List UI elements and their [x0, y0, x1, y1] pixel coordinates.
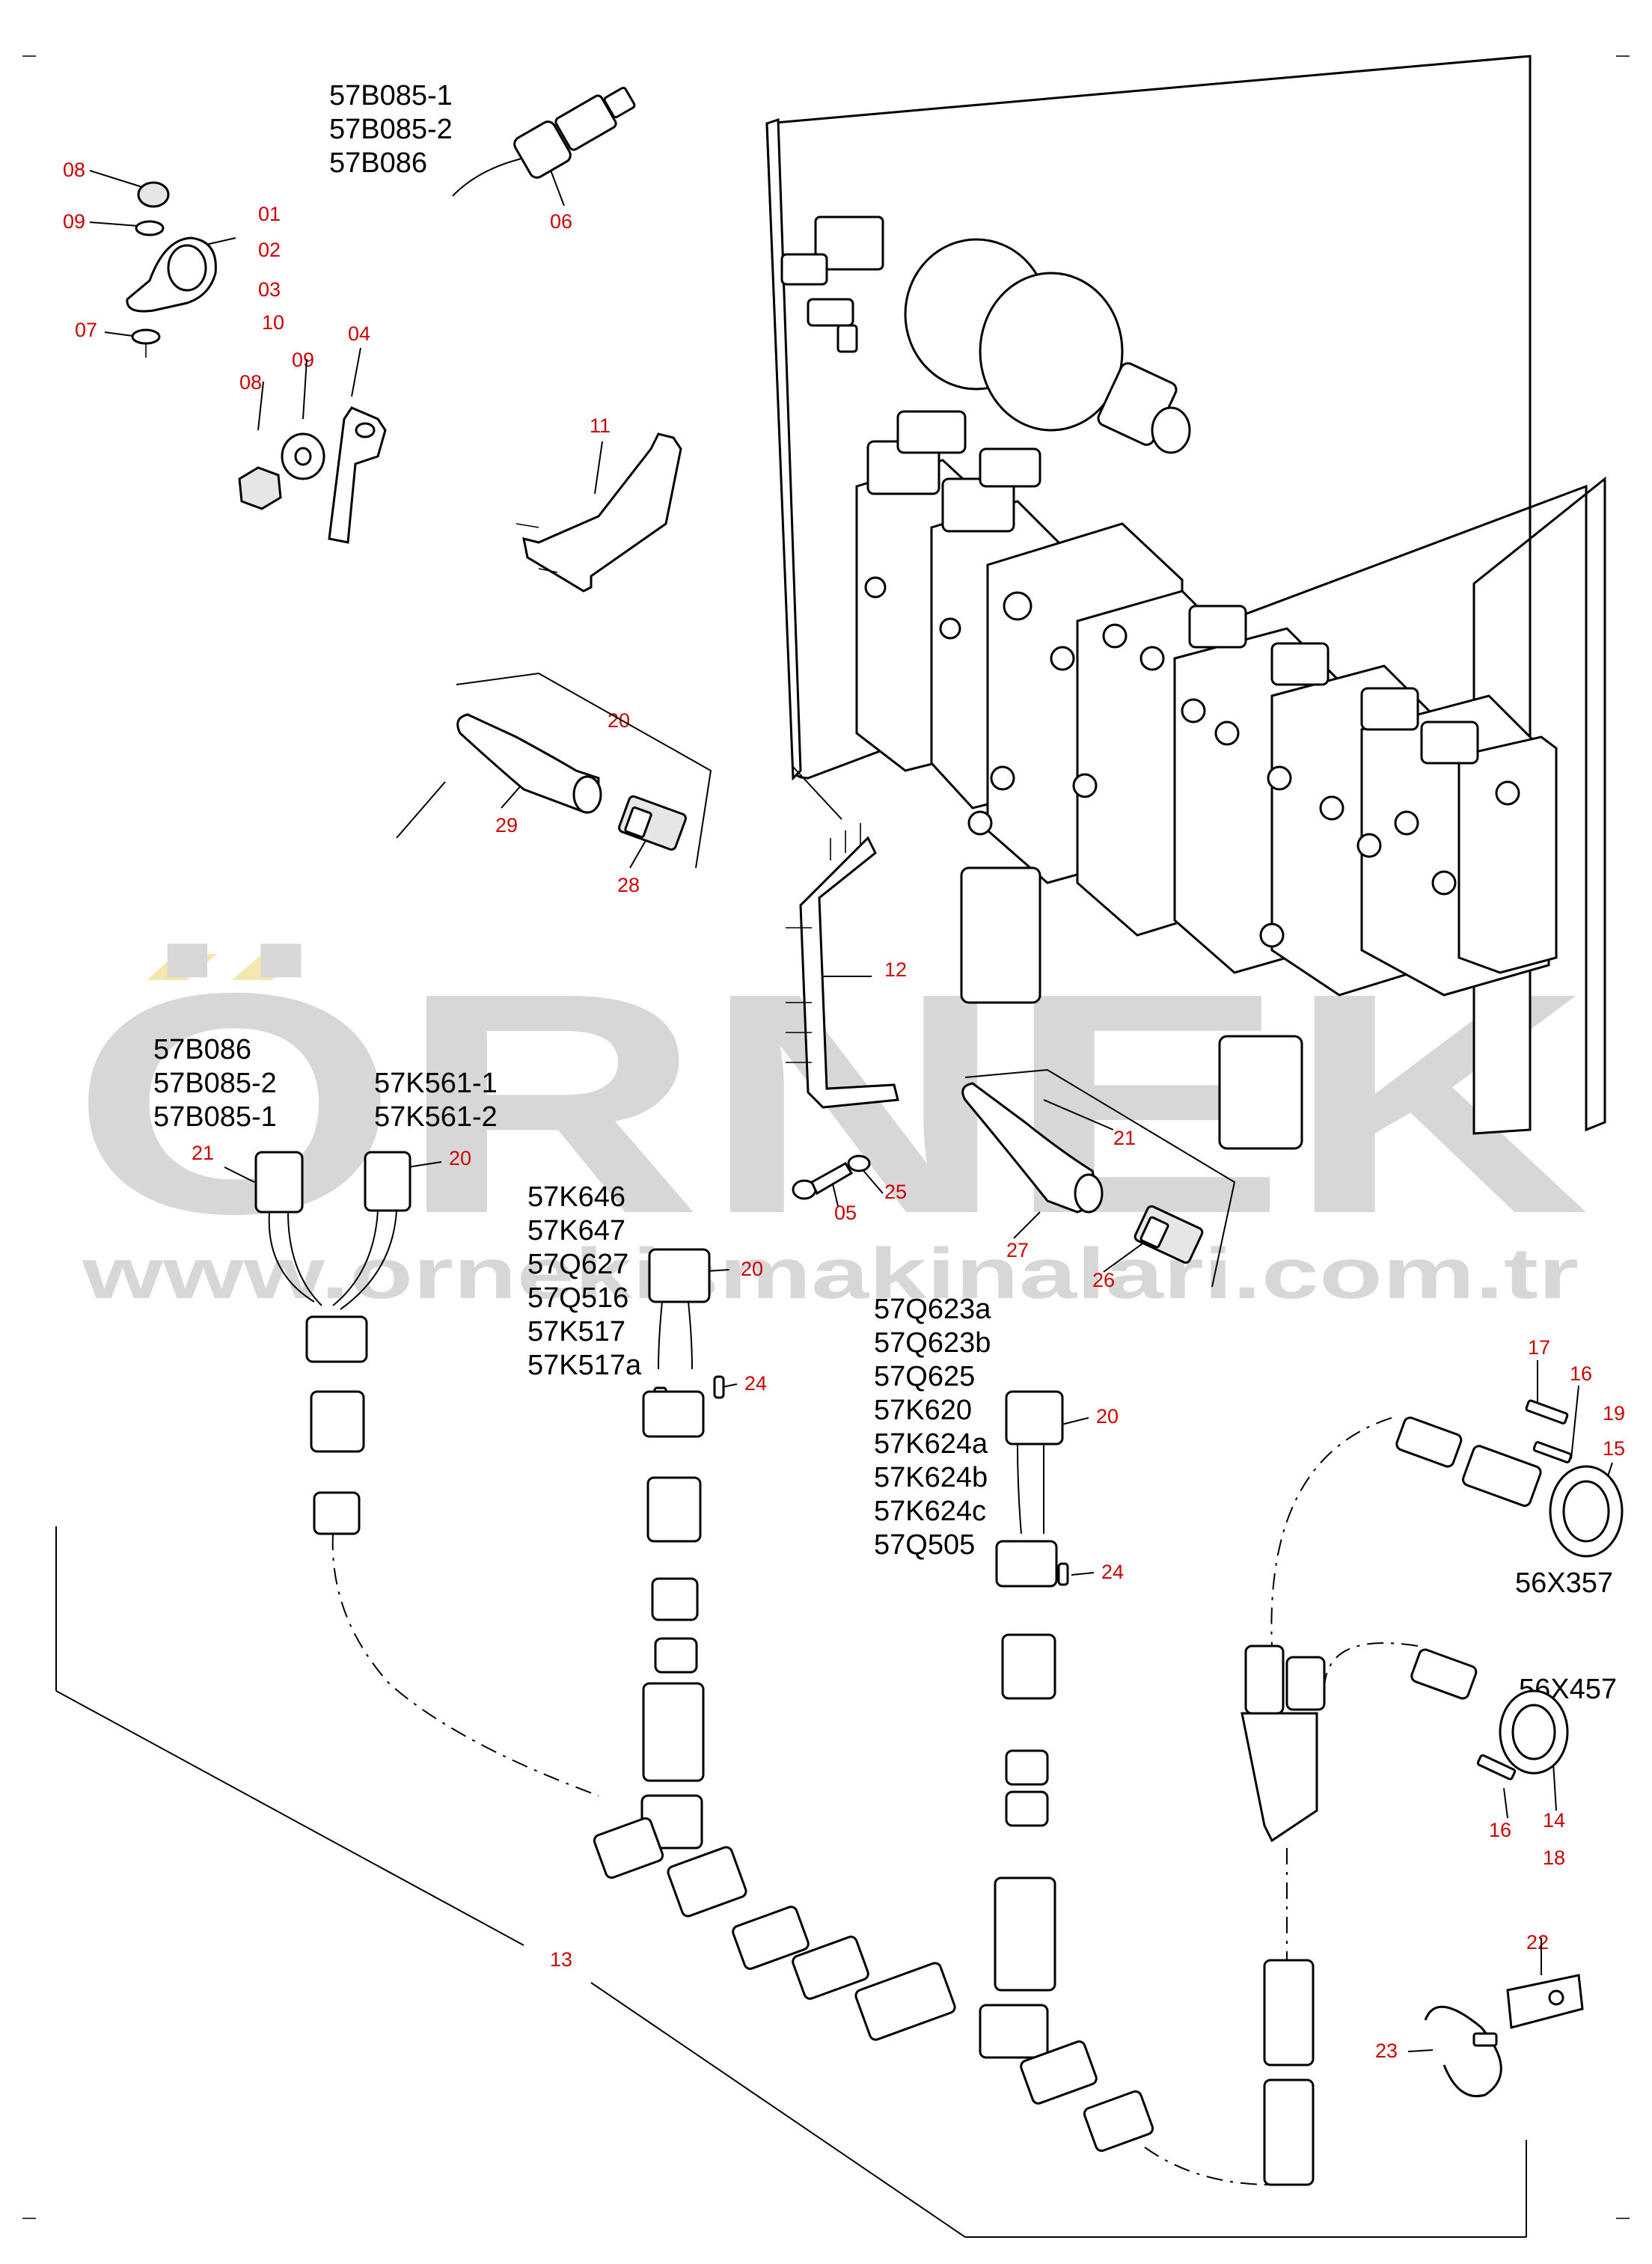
callout-11: 11	[590, 414, 611, 437]
bracket-11	[516, 432, 682, 593]
callout-24: 24	[744, 1372, 767, 1395]
bracket-12	[786, 823, 899, 1109]
label-22	[1506, 1974, 1584, 2029]
bracket-04-assembly	[238, 406, 387, 544]
callout-06: 06	[550, 210, 572, 233]
part-code: 57K517	[527, 1316, 625, 1347]
callout-10: 10	[262, 311, 284, 334]
callout-29: 29	[495, 814, 518, 836]
callout-18: 18	[1543, 1847, 1565, 1869]
part-code: 57K561-1	[374, 1068, 498, 1099]
part-code: 57Q627	[527, 1249, 628, 1280]
valve-housing	[765, 55, 1606, 1150]
harness-left	[254, 1151, 599, 1796]
part-code: 57Q505	[874, 1529, 975, 1561]
callout-02: 02	[258, 239, 281, 261]
callout-07: 07	[75, 319, 97, 341]
watermark-accent-right	[232, 954, 302, 980]
part-code: 57K624c	[874, 1496, 986, 1527]
clamp-assembly	[126, 181, 217, 358]
callout-20: 20	[1096, 1405, 1119, 1428]
watermark-website: www.ornekismakinalari.com.tr	[82, 1234, 1579, 1314]
bolt-05	[792, 1154, 871, 1200]
part-code: 57K620	[874, 1395, 972, 1426]
callout-26: 26	[1092, 1269, 1115, 1291]
callout-12: 12	[884, 958, 907, 981]
part-code-56x357: 56X357	[1515, 1567, 1613, 1599]
callout-03: 03	[258, 278, 281, 301]
part-code: 57K561-2	[374, 1101, 498, 1133]
callout-24: 24	[1101, 1561, 1124, 1583]
callout-20: 20	[741, 1258, 763, 1280]
code-group-g1: 57B085-1 57B085-2 57B086	[329, 80, 453, 179]
part-code: 57B085-1	[153, 1101, 277, 1133]
callout-25: 25	[884, 1181, 907, 1203]
part-code: 57B086	[153, 1034, 251, 1065]
harness-right	[979, 1390, 1294, 2186]
callout-23: 23	[1375, 2040, 1398, 2062]
part-code: 57B086	[329, 147, 427, 179]
part-code: 57K647	[527, 1215, 625, 1246]
boot-29	[456, 713, 602, 814]
part-code: 57Q516	[527, 1282, 628, 1314]
callout-21: 21	[1113, 1127, 1136, 1149]
corner-marks	[22, 55, 1630, 2219]
part-code: 57Q623b	[874, 1327, 991, 1359]
callout-13: 13	[550, 1948, 572, 1971]
part-code: 57Q625	[874, 1361, 975, 1392]
code-group-g3: 57K561-1 57K561-2	[374, 1068, 498, 1133]
connector-26	[1134, 1205, 1204, 1264]
code-group-g5: 57Q623a 57Q623b 57Q625 57K620 57K624a 57…	[874, 1294, 991, 1561]
callout-08: 08	[63, 159, 85, 181]
callout-16: 16	[1570, 1362, 1592, 1385]
callout-20: 20	[449, 1147, 471, 1169]
callout-09: 09	[292, 349, 314, 371]
callout-04: 04	[348, 322, 370, 345]
harness-far-right	[1240, 1399, 1624, 2186]
part-code: 57K624a	[874, 1428, 988, 1460]
callout-27: 27	[1006, 1239, 1029, 1261]
watermark-accent-left	[147, 954, 217, 980]
cable-tie-23	[1424, 2005, 1502, 2098]
sensor-06	[452, 86, 636, 197]
callout-16: 16	[1489, 1819, 1511, 1841]
callout-22: 22	[1526, 1931, 1549, 1954]
code-group-g4: 57K646 57K647 57Q627 57Q516 57K517 57K51…	[527, 1181, 642, 1381]
callout-14: 14	[1543, 1809, 1565, 1832]
connector-28	[618, 795, 687, 851]
part-code: 57K646	[527, 1181, 625, 1213]
callout-19: 19	[1603, 1402, 1625, 1425]
part-code: 57B085-2	[329, 114, 453, 145]
callout-09: 09	[63, 210, 85, 233]
code-group-g2: 57B086 57B085-2 57B085-1	[153, 1034, 277, 1133]
callout-08: 08	[239, 371, 262, 394]
part-code: 57B085-1	[329, 80, 453, 111]
callout-15: 15	[1603, 1437, 1625, 1460]
harness-middle	[593, 1248, 956, 2041]
callout-21: 21	[192, 1142, 214, 1164]
callout-28: 28	[617, 874, 640, 896]
part-code: 57K624b	[874, 1462, 988, 1493]
boot-27	[961, 1082, 1104, 1214]
part-code: 57B085-2	[153, 1068, 277, 1099]
part-code: 57Q623a	[874, 1294, 991, 1325]
callout-17: 17	[1528, 1336, 1550, 1359]
callout-01: 01	[258, 203, 281, 225]
part-code: 57K517a	[527, 1350, 642, 1381]
callouts: 08 09 01 02 03 10 07 06 08 09 04 11 20 2…	[63, 159, 1625, 2062]
group-bracket-lines	[55, 672, 1527, 2238]
callout-20: 20	[608, 709, 630, 732]
